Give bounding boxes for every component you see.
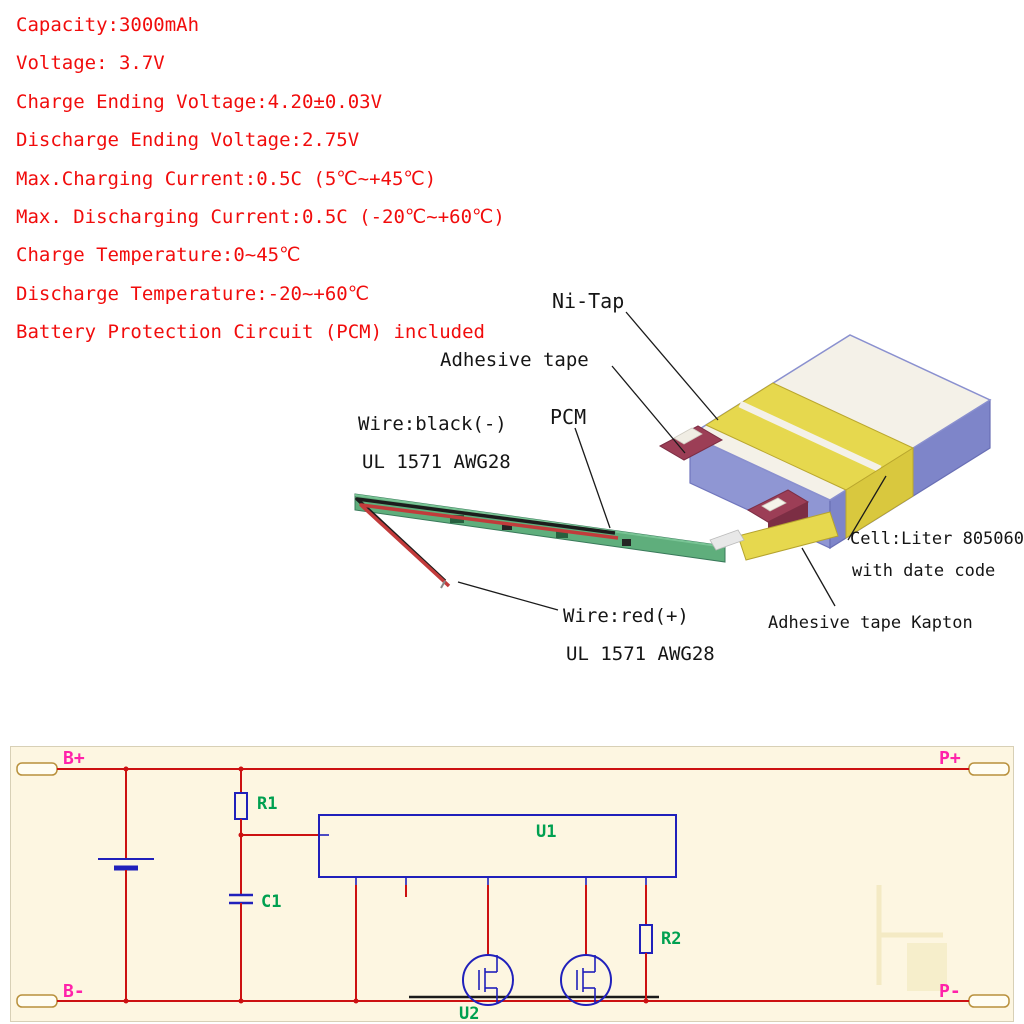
spec-line-charge-temp: Charge Temperature:0~45℃ xyxy=(16,244,301,267)
kapton-tape-flap xyxy=(737,511,839,561)
spec-line-discharge-ending: Discharge Ending Voltage:2.75V xyxy=(16,129,360,152)
spec-line-discharge-temp: Discharge Temperature:-20~+60℃ xyxy=(16,282,370,305)
cell-leader xyxy=(847,475,887,541)
resistor-r1 xyxy=(234,769,319,836)
circuit-schematic: B+ P+ B- P- R1 C1 U1 R2 U2 xyxy=(10,746,1014,1023)
r1-label: R1 xyxy=(257,794,277,814)
pcm-component xyxy=(502,523,512,530)
u1-label: U1 xyxy=(536,822,556,842)
p-minus-label: P- xyxy=(939,981,961,1002)
wire-red-gauge-label: UL 1571 AWG28 xyxy=(566,643,715,665)
resistor-r2 xyxy=(639,924,653,1001)
pcm-leader xyxy=(574,427,611,529)
ic-u1 xyxy=(318,814,677,885)
mosfet-u2-right xyxy=(560,954,612,1006)
adhesive-tape-leader xyxy=(611,365,686,454)
battery-figure-svg: Ni-Tap Adhesive tape PCM Wire:black(-) U… xyxy=(354,289,1024,665)
spec-line-charge-ending: Charge Ending Voltage:4.20±0.03V xyxy=(16,90,383,113)
adhesive-tape-label: Adhesive tape xyxy=(440,349,589,371)
battery-illustration: Ni-Tap Adhesive tape PCM Wire:black(-) U… xyxy=(330,278,1024,678)
wire-red-leader xyxy=(457,581,559,611)
red-wire xyxy=(359,503,619,588)
junction-dots xyxy=(123,766,649,1004)
u2-label: U2 xyxy=(459,1004,479,1023)
wire-red-label: Wire:red(+) xyxy=(563,605,689,627)
wire-black-gauge-label: UL 1571 AWG28 xyxy=(362,451,511,473)
b-minus-label: B- xyxy=(63,981,85,1002)
b-plus-connector xyxy=(16,762,58,776)
spec-line-pcm-included: Battery Protection Circuit (PCM) include… xyxy=(16,321,485,344)
b-minus-connector xyxy=(16,994,58,1008)
spec-line-voltage: Voltage: 3.7V xyxy=(16,52,165,75)
pcm-label: PCM xyxy=(550,405,586,429)
pcm-component xyxy=(556,530,568,538)
ghost-traces xyxy=(876,885,947,991)
pcm-component xyxy=(622,539,631,546)
mosfet-u2-left xyxy=(462,954,514,1006)
schematic-svg: B+ P+ B- P- R1 C1 U1 R2 U2 xyxy=(16,748,1010,1023)
leader-lines xyxy=(457,311,887,611)
spec-list: Capacity:3000mAh Voltage: 3.7V Charge En… xyxy=(16,6,636,352)
r2-label: R2 xyxy=(661,929,681,949)
u1-pin-wires xyxy=(355,885,647,1001)
spec-line-max-discharging: Max. Discharging Current:0.5C (-20℃~+60℃… xyxy=(16,206,505,229)
spec-line-capacity: Capacity:3000mAh xyxy=(16,14,200,36)
p-minus-connector xyxy=(968,994,1010,1008)
cell-model-label: Cell:Liter 805060 xyxy=(850,529,1024,549)
c1-label: C1 xyxy=(261,892,281,912)
ni-tap-leader xyxy=(625,311,719,421)
wire-tip xyxy=(440,580,446,589)
kapton-label: Adhesive tape Kapton xyxy=(768,613,973,633)
kapton-leader xyxy=(801,547,836,607)
b-plus-label: B+ xyxy=(63,748,85,769)
date-code-label: with date code xyxy=(852,561,995,581)
p-plus-label: P+ xyxy=(939,748,961,769)
spec-line-max-charging: Max.Charging Current:0.5C (5℃~+45℃) xyxy=(16,167,437,190)
battery-symbol xyxy=(98,769,154,1001)
p-plus-connector xyxy=(968,762,1010,776)
wire-black-label: Wire:black(-) xyxy=(358,413,507,435)
capacitor-c1 xyxy=(229,835,253,1001)
ni-tap-label: Ni-Tap xyxy=(552,289,624,313)
